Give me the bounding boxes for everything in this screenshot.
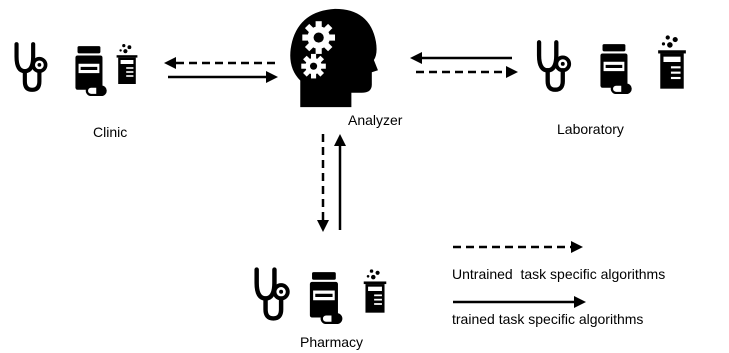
pharmacy-label: Pharmacy (300, 334, 364, 350)
arrowhead (574, 296, 586, 308)
laboratory-medicine-bottle-icon (599, 42, 632, 94)
laboratory-beaker-icon (658, 35, 686, 89)
clinic-beaker-icon (116, 44, 138, 84)
pharmacy-beaker-icon (363, 269, 387, 313)
legend-dashed-label: Untrained task specific algorithms (452, 266, 666, 282)
pharmacy-medicine-bottle-icon (308, 270, 343, 324)
pharmacy-stethoscope-icon (257, 270, 288, 319)
legend (453, 241, 586, 308)
arrowhead (164, 57, 176, 69)
clinic-stethoscope-icon (17, 44, 46, 90)
clinic-label: Clinic (93, 124, 128, 140)
clinic-analyzer-arrows (164, 57, 278, 83)
clinic-icon-group (17, 44, 138, 96)
arrowhead (410, 52, 422, 64)
legend-solid-label: trained task specific algorithms (452, 311, 644, 327)
arrowhead (317, 220, 329, 232)
laboratory-analyzer-arrows (410, 52, 518, 78)
laboratory-stethoscope-icon (539, 42, 569, 89)
clinic-medicine-bottle-icon (74, 44, 107, 96)
arrowhead (266, 71, 278, 83)
analyzer-brain-gears-head-icon (290, 8, 378, 108)
arrowhead (334, 134, 346, 146)
arrowhead (506, 66, 518, 78)
laboratory-icon-group (539, 35, 686, 94)
pharmacy-analyzer-arrows (317, 134, 346, 232)
laboratory-label: Laboratory (557, 121, 624, 137)
arrowhead (571, 241, 583, 253)
analyzer-label: Analyzer (348, 112, 403, 128)
pharmacy-icon-group (257, 269, 387, 324)
